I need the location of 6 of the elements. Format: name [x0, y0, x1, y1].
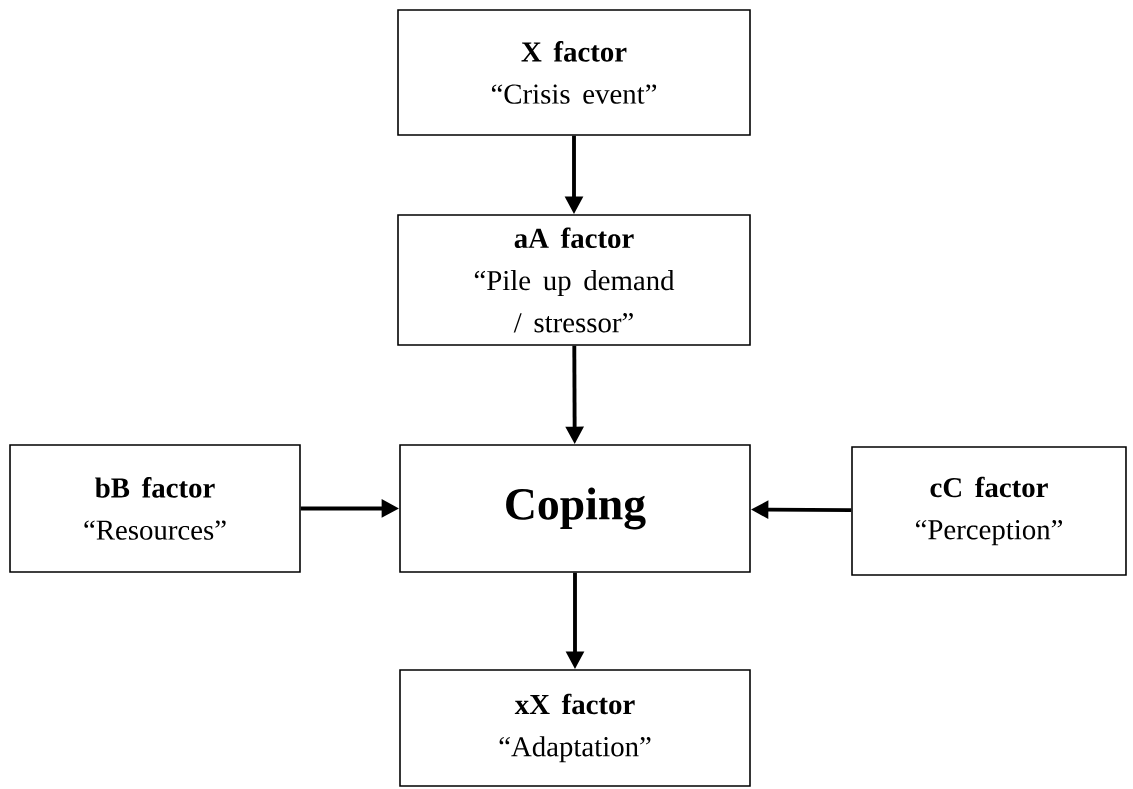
factor-box: cC factor “Perception” — [851, 446, 1127, 576]
factor-box: aA factor “Pile up demand / stressor” — [397, 214, 751, 346]
factor-box: xX factor “Adaptation” — [399, 669, 751, 787]
factor-box: X factor “Crisis event” — [397, 9, 751, 136]
factor-box: bB factor “Resources” — [9, 444, 301, 573]
factor-box: Coping — [399, 444, 751, 573]
